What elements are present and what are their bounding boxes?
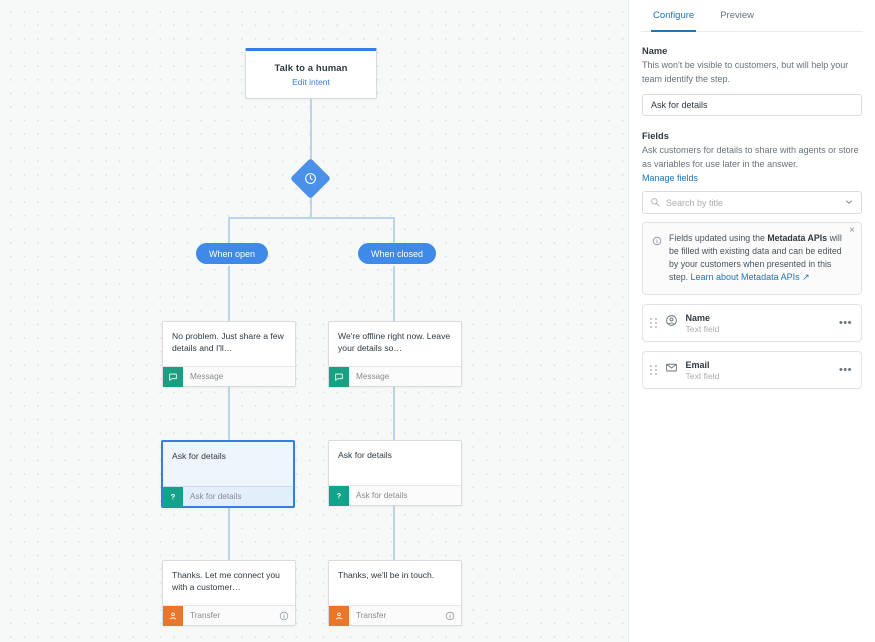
field-search-input[interactable]: Search by title — [642, 191, 862, 214]
tab-preview[interactable]: Preview — [720, 10, 754, 21]
clock-icon — [304, 172, 317, 185]
drag-handle-icon[interactable] — [650, 365, 657, 375]
step-text: Ask for details — [172, 451, 226, 461]
step-footer: Transfer — [329, 605, 461, 626]
connector-ask-to-transfer-left — [228, 505, 230, 561]
field-options-menu-button[interactable]: ••• — [838, 316, 852, 329]
field-meta: Name Text field — [686, 313, 831, 334]
step-text: Ask for details — [338, 450, 392, 460]
name-section: Name This won't be visible to customers,… — [642, 32, 862, 116]
step-type-label: Transfer — [190, 611, 221, 620]
step-footer: Message — [163, 366, 295, 387]
connector-split-horizontal — [228, 217, 394, 219]
branch-pill-when-closed[interactable]: When closed — [358, 243, 437, 264]
config-panel: Configure Preview Name This won't be vis… — [628, 0, 875, 642]
flow-canvas[interactable]: Talk to a human Edit intent When open Wh… — [0, 0, 628, 642]
step-name-value: Ask for details — [651, 100, 708, 110]
connector-closed-to-message — [393, 266, 395, 322]
info-icon[interactable] — [279, 611, 295, 621]
connector-ask-to-transfer-right — [393, 505, 395, 561]
drag-handle-icon[interactable] — [650, 318, 657, 328]
branch-label: When open — [209, 248, 256, 259]
transfer-icon — [163, 605, 183, 626]
message-icon — [163, 366, 183, 387]
field-row-name[interactable]: Name Text field ••• — [642, 304, 862, 342]
fields-section: Fields Ask customers for details to shar… — [642, 116, 862, 389]
connector-split-to-closed — [393, 217, 395, 245]
step-card-transfer-closed[interactable]: Thanks, we'll be in touch. Transfer — [328, 560, 462, 626]
info-text-part1: Fields updated using the — [669, 233, 768, 243]
question-icon — [329, 485, 349, 506]
intent-title: Talk to a human — [274, 62, 348, 74]
info-link-label: Learn about Metadata APIs — [690, 272, 800, 282]
step-text: Thanks. Let me connect you with a custom… — [172, 570, 280, 592]
connector-message-to-ask-right — [393, 386, 395, 441]
step-footer: Ask for details — [329, 485, 461, 506]
field-type: Text field — [685, 323, 720, 334]
edit-intent-link[interactable]: Edit intent — [292, 76, 330, 87]
field-name: Name — [685, 312, 711, 323]
field-row-email[interactable]: Email Text field ••• — [642, 351, 862, 389]
envelope-icon — [665, 361, 678, 379]
info-icon[interactable] — [445, 611, 461, 621]
branch-pill-when-open[interactable]: When open — [196, 243, 269, 264]
person-icon — [665, 314, 678, 332]
manage-fields-link[interactable]: Manage fields — [642, 173, 699, 183]
learn-about-metadata-apis-link[interactable]: Learn about Metadata APIs ↗ — [691, 272, 810, 282]
step-type-label: Transfer — [356, 611, 387, 620]
info-banner-text: Fields updated using the Metadata APIs w… — [669, 232, 852, 284]
step-type-label: Ask for details — [190, 492, 242, 501]
fields-section-title: Fields — [642, 131, 669, 141]
step-footer: Message — [329, 366, 461, 387]
step-type-label: Message — [190, 372, 224, 381]
step-card-transfer-open[interactable]: Thanks. Let me connect you with a custom… — [162, 560, 296, 626]
connector-intent-to-condition — [310, 99, 312, 164]
condition-node[interactable] — [289, 157, 332, 200]
name-section-description: This won't be visible to customers, but … — [642, 60, 849, 84]
branch-label: When closed — [371, 248, 424, 259]
step-type-label: Ask for details — [356, 491, 408, 500]
search-icon — [650, 194, 660, 212]
message-icon — [329, 366, 349, 387]
info-circle-icon — [652, 232, 662, 284]
step-footer: Ask for details — [163, 486, 293, 507]
step-text: We're offline right now. Leave your deta… — [338, 331, 451, 353]
field-name: Email — [685, 359, 710, 370]
connector-open-to-message — [228, 266, 230, 322]
name-section-title: Name — [642, 46, 668, 56]
step-footer: Transfer — [163, 605, 295, 626]
step-card-message-closed[interactable]: We're offline right now. Leave your deta… — [328, 321, 462, 387]
metadata-info-banner: Fields updated using the Metadata APIs w… — [642, 222, 862, 295]
external-link-icon: ↗ — [802, 272, 810, 282]
step-card-message-open[interactable]: No problem. Just share a few details and… — [162, 321, 296, 387]
chevron-down-icon[interactable] — [844, 194, 854, 212]
question-icon — [163, 486, 183, 507]
fields-section-description: Ask customers for details to share with … — [642, 145, 859, 169]
search-placeholder: Search by title — [666, 197, 724, 208]
step-text: No problem. Just share a few details and… — [172, 331, 284, 353]
step-card-ask-for-details-selected[interactable]: Ask for details Ask for details — [161, 440, 295, 508]
transfer-icon — [329, 605, 349, 626]
panel-tabs: Configure Preview — [641, 0, 863, 32]
tab-configure[interactable]: Configure — [651, 0, 697, 32]
step-name-input[interactable]: Ask for details — [642, 94, 862, 116]
field-meta: Email Text field — [686, 360, 831, 381]
close-icon[interactable]: × — [849, 225, 855, 236]
connector-split-to-open — [228, 217, 230, 245]
step-card-ask-for-details[interactable]: Ask for details Ask for details — [328, 440, 462, 506]
info-text-bold: Metadata APIs — [767, 233, 828, 243]
step-type-label: Message — [356, 372, 390, 381]
info-text-part2: will be filled with existing data and ca… — [669, 233, 842, 282]
field-type: Text field — [685, 370, 720, 381]
intent-card[interactable]: Talk to a human Edit intent — [245, 48, 377, 99]
connector-message-to-ask-left — [228, 386, 230, 441]
connector-condition-to-split — [310, 193, 312, 218]
field-options-menu-button[interactable]: ••• — [838, 363, 852, 376]
step-text: Thanks, we'll be in touch. — [338, 570, 435, 580]
